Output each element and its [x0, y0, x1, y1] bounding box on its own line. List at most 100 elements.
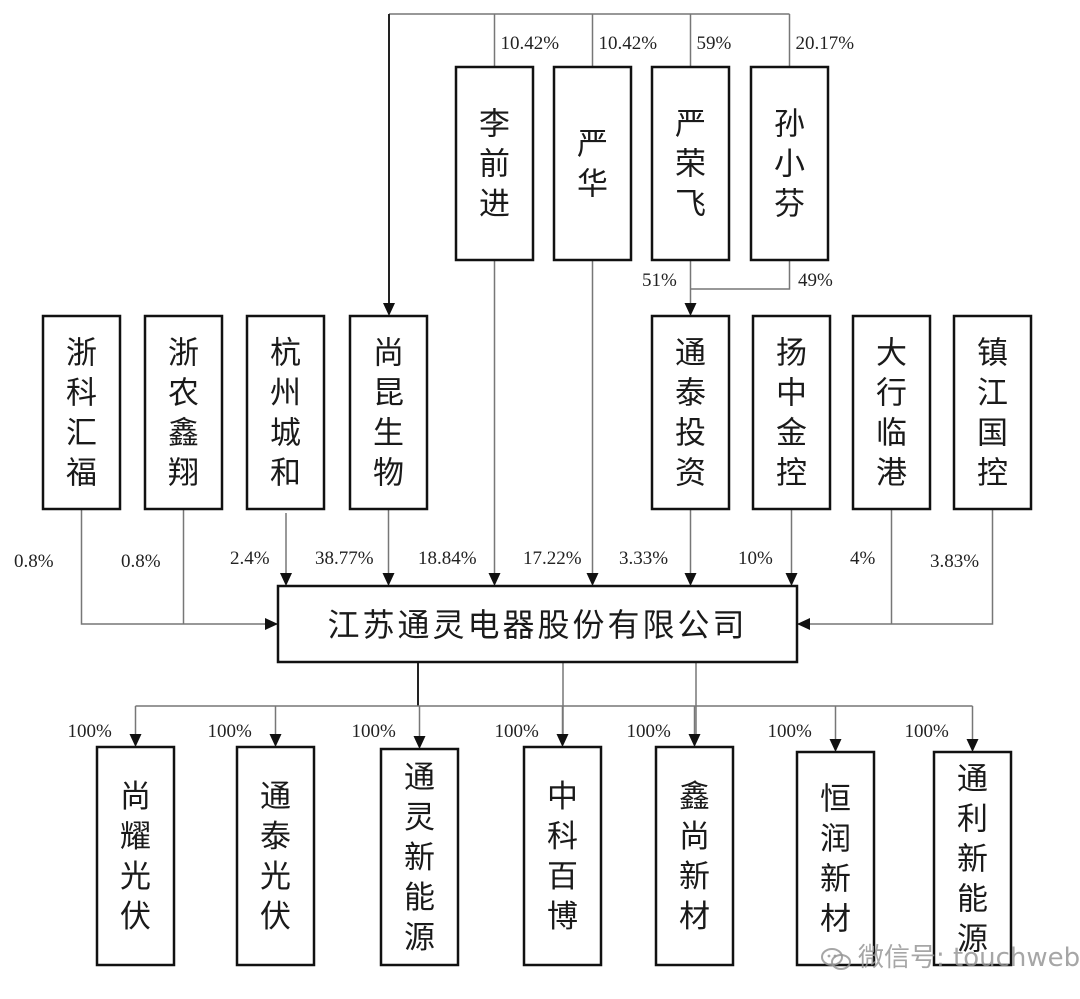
pct-zhenjiangguokong: 3.83%: [930, 551, 979, 572]
subsidiary-node-zhongkebaibo-char: 科: [547, 819, 578, 855]
shareholder-node-hangzhouchenghe-char: 杭: [270, 336, 301, 372]
arrow-head: [785, 573, 798, 586]
arrow-head: [129, 734, 142, 747]
pct-shangkun-yan_rongfei: 59%: [697, 33, 732, 54]
pct-daxinglingang: 4%: [850, 548, 876, 569]
subsidiary-node-xinshangxincai-char: 尚: [679, 819, 710, 855]
arrow-head: [556, 734, 569, 747]
person-node-li_qianjin-box: [454, 65, 535, 262]
person-node-sun_xiaofen-box: [749, 65, 830, 262]
subsidiary-node-shangyaoguangfu-char: 伏: [120, 899, 151, 935]
connector-lines: [80, 13, 994, 752]
person-node-li_qianjin-char: 进: [479, 187, 510, 223]
pct-tongtai-sunxiaofen: 49%: [798, 270, 833, 291]
person-node-sun_xiaofen-char: 孙: [774, 107, 805, 143]
subsidiary-node-hengrunxincai-char: 恒: [820, 782, 851, 818]
person-node-yan_hua-char: 华: [577, 167, 608, 203]
pct-main-yanhua: 17.22%: [523, 548, 582, 569]
pct-subsidiary-tonglingxinnengyuan: 100%: [352, 721, 397, 742]
shareholder-node-yangzhongjinkong-char: 金: [776, 416, 807, 452]
arrow-head: [413, 736, 426, 749]
arrow-head: [966, 739, 979, 752]
subsidiary-node-tongtaiguangfu-char: 泰: [260, 819, 291, 855]
pct-hangzhouchenghe: 2.4%: [230, 548, 270, 569]
arrow-head: [383, 303, 395, 316]
pct-zhekehuifu: 0.8%: [14, 551, 54, 572]
person-node-yan_rongfei-char: 荣: [675, 147, 706, 183]
subsidiary-node-xinshangxincai-box: [654, 745, 735, 967]
shareholder-node-zhekehuifu-char: 浙: [66, 336, 97, 372]
arrow-head: [280, 573, 292, 586]
shareholder-node-tongtaitouzi-char: 泰: [675, 376, 706, 412]
subsidiary-node-tonglingxinnengyuan-box: [379, 747, 460, 967]
subsidiary-node-tonglixinnengyuan-char: 能: [957, 882, 988, 918]
subsidiary-node-zhongkebaibo-box: [522, 745, 603, 967]
subsidiary-node-tonglixinnengyuan-char: 通: [957, 762, 988, 798]
pct-subsidiary-hengrunxincai: 100%: [768, 721, 813, 742]
pct-tongtai-yanrongfei: 51%: [642, 270, 677, 291]
shareholder-node-zhenjiangguokong-char: 镇: [977, 336, 1008, 372]
subsidiary-node-zhongkebaibo-char: 博: [547, 899, 578, 935]
subsidiary-node-zhongkebaibo-char: 中: [547, 779, 578, 815]
arrow-head: [488, 573, 501, 586]
pct-tongtaitouzi: 3.33%: [619, 548, 668, 569]
shareholder-node-zhenongxinxiang-char: 鑫: [168, 416, 199, 452]
subsidiary-node-shangyaoguangfu-char: 光: [120, 859, 151, 895]
person-node-yan_hua-box: [552, 65, 633, 262]
person-node-li_qianjin-char: 李: [479, 107, 510, 143]
watermark: 微信号: touchweb: [820, 937, 1080, 974]
pct-yangzhongjinkong: 10%: [738, 548, 773, 569]
shareholder-node-yangzhongjinkong-char: 中: [776, 376, 807, 412]
subsidiary-node-tongtaiguangfu-char: 通: [260, 779, 291, 815]
shareholder-node-yangzhongjinkong-box: [751, 314, 832, 511]
shareholder-node-zhenongxinxiang-char: 翔: [168, 456, 199, 492]
arrow-head: [684, 573, 697, 586]
subsidiary-node-tonglingxinnengyuan-char: 源: [404, 920, 435, 956]
person-node-yan_hua-char: 严: [577, 127, 608, 163]
shareholder-node-yangzhongjinkong-char: 扬: [776, 336, 807, 372]
subsidiary-node-hengrunxincai-char: 材: [820, 902, 851, 938]
shareholder-node-tongtaitouzi-char: 投: [675, 416, 706, 452]
subsidiary-node-tongtaiguangfu-char: 伏: [260, 899, 291, 935]
person-node-sun_xiaofen-char: 芬: [774, 187, 805, 223]
shareholder-node-hangzhouchenghe-char: 州: [270, 376, 301, 412]
subsidiary-node-xinshangxincai-char: 材: [679, 899, 710, 935]
subsidiary-node-tonglixinnengyuan-box: [932, 750, 1013, 967]
subsidiary-node-shangyaoguangfu-char: 尚: [120, 779, 151, 815]
subsidiary-node-xinshangxincai-char: 新: [679, 859, 710, 895]
pct-shangkun-li_qianjin: 10.42%: [501, 33, 560, 54]
main-company-label: 江苏通灵电器股份有限公司: [327, 606, 747, 644]
arrow-head: [684, 303, 697, 316]
shareholder-node-shangkunshengwu-box: [348, 314, 429, 511]
pct-main-liqianjin: 18.84%: [418, 548, 477, 569]
arrow-head: [797, 618, 810, 630]
shareholder-node-hangzhouchenghe-char: 城: [270, 416, 301, 452]
pct-shangkunshengwu: 38.77%: [315, 548, 374, 569]
person-node-yan_rongfei-char: 飞: [675, 187, 706, 223]
shareholder-node-daxinglingang-char: 港: [876, 456, 907, 492]
person-node-yan_hua: 严华: [552, 65, 633, 262]
person-node-sun_xiaofen: 孙小芬: [749, 65, 830, 262]
arrow-head: [829, 739, 842, 752]
subsidiary-node-tonglingxinnengyuan-char: 新: [404, 840, 435, 876]
entity-nodes: 李前进严华严荣飞孙小芬浙科汇福浙农鑫翔杭州城和尚昆生物通泰投资扬中金控大行临港镇…: [41, 65, 1033, 967]
shareholder-node-zhenjiangguokong-box: [952, 314, 1033, 511]
shareholder-node-zhenjiangguokong-char: 控: [977, 456, 1008, 492]
shareholder-node-daxinglingang-char: 行: [876, 376, 907, 412]
pct-subsidiary-xinshangxincai: 100%: [627, 721, 672, 742]
shareholder-node-tongtaitouzi-box: [650, 314, 731, 511]
subsidiary-node-hengrunxincai-box: [795, 750, 876, 967]
pct-subsidiary-shangyaoguangfu: 100%: [68, 721, 113, 742]
